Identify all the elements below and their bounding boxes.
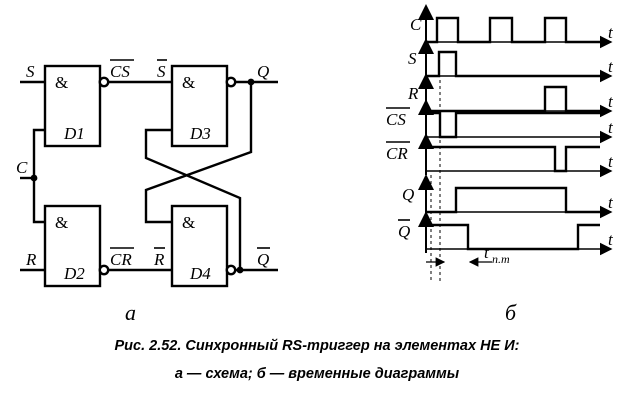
rs-trigger-circuit [20,64,278,288]
signal-label-2: R [407,84,419,103]
delay-label-subscript: п.т [492,252,510,266]
label-q: Q [257,62,269,81]
time-label-3: t [608,118,614,137]
figure-caption-legend: а — схема; б — временные диаграммы [174,366,460,382]
waveform-1 [426,50,600,78]
panel-label-b: б [505,300,517,325]
label-r: R [25,250,37,269]
gate-d1-name: D1 [63,124,85,143]
gate-d1 [43,64,102,148]
gate-d3 [170,64,229,148]
gate-d3-symbol: & [182,73,195,92]
gate-d2-symbol: & [55,213,68,232]
wire-c-to-d1 [32,128,45,178]
gate-d4-name: D4 [189,264,211,283]
d4-inverter-bubble [225,264,237,276]
waveform-4 [426,145,600,173]
gate-d4 [170,204,229,288]
waveform-3 [426,111,600,139]
time-label-5: t [608,193,614,212]
wire-q-feedback-to-d4 [144,82,253,224]
label-cr-bar: CR [110,250,132,269]
time-label-4: t [608,152,614,171]
time-label-2: t [608,92,614,111]
signal-label-5: Q [402,185,414,204]
label-q-bar: Q [257,250,269,269]
junction-q-bar [236,266,244,274]
time-label-1: t [608,57,614,76]
d3-inverter-bubble [225,76,237,88]
signal-label-3: CS [386,110,406,129]
waveform-0 [426,16,600,44]
d2-inverter-bubble [98,264,110,276]
label-r-bar: R [153,250,165,269]
gate-d1-symbol: & [55,73,68,92]
junction-q [247,78,255,86]
signal-label-4: CR [386,144,408,163]
junction-c [30,174,38,182]
label-cs-bar: CS [110,62,130,81]
signal-label-0: C [410,15,422,34]
time-label-6: t [608,230,614,249]
gate-d4-symbol: & [182,213,195,232]
panel-label-a: а [125,300,136,325]
waveform-5 [426,186,600,214]
time-label-0: t [608,23,614,42]
label-s-bar: S [157,62,166,81]
d1-inverter-bubble [98,76,110,88]
label-c: C [16,158,28,177]
waveform-6 [426,223,600,251]
gate-d2-name: D2 [63,264,85,283]
figure-caption-title: Рис. 2.52. Синхронный RS-триггер на элем… [114,338,520,354]
signal-label-6: Q [398,222,410,241]
wire-q-bar-feedback-to-d3 [144,128,242,270]
signal-label-1: S [408,49,417,68]
label-s: S [26,62,35,81]
delay-label: t [484,243,490,262]
waveform-2 [426,85,600,113]
gate-d3-name: D3 [189,124,211,143]
wire-c-to-d2 [32,178,45,224]
gate-d2 [43,204,102,288]
